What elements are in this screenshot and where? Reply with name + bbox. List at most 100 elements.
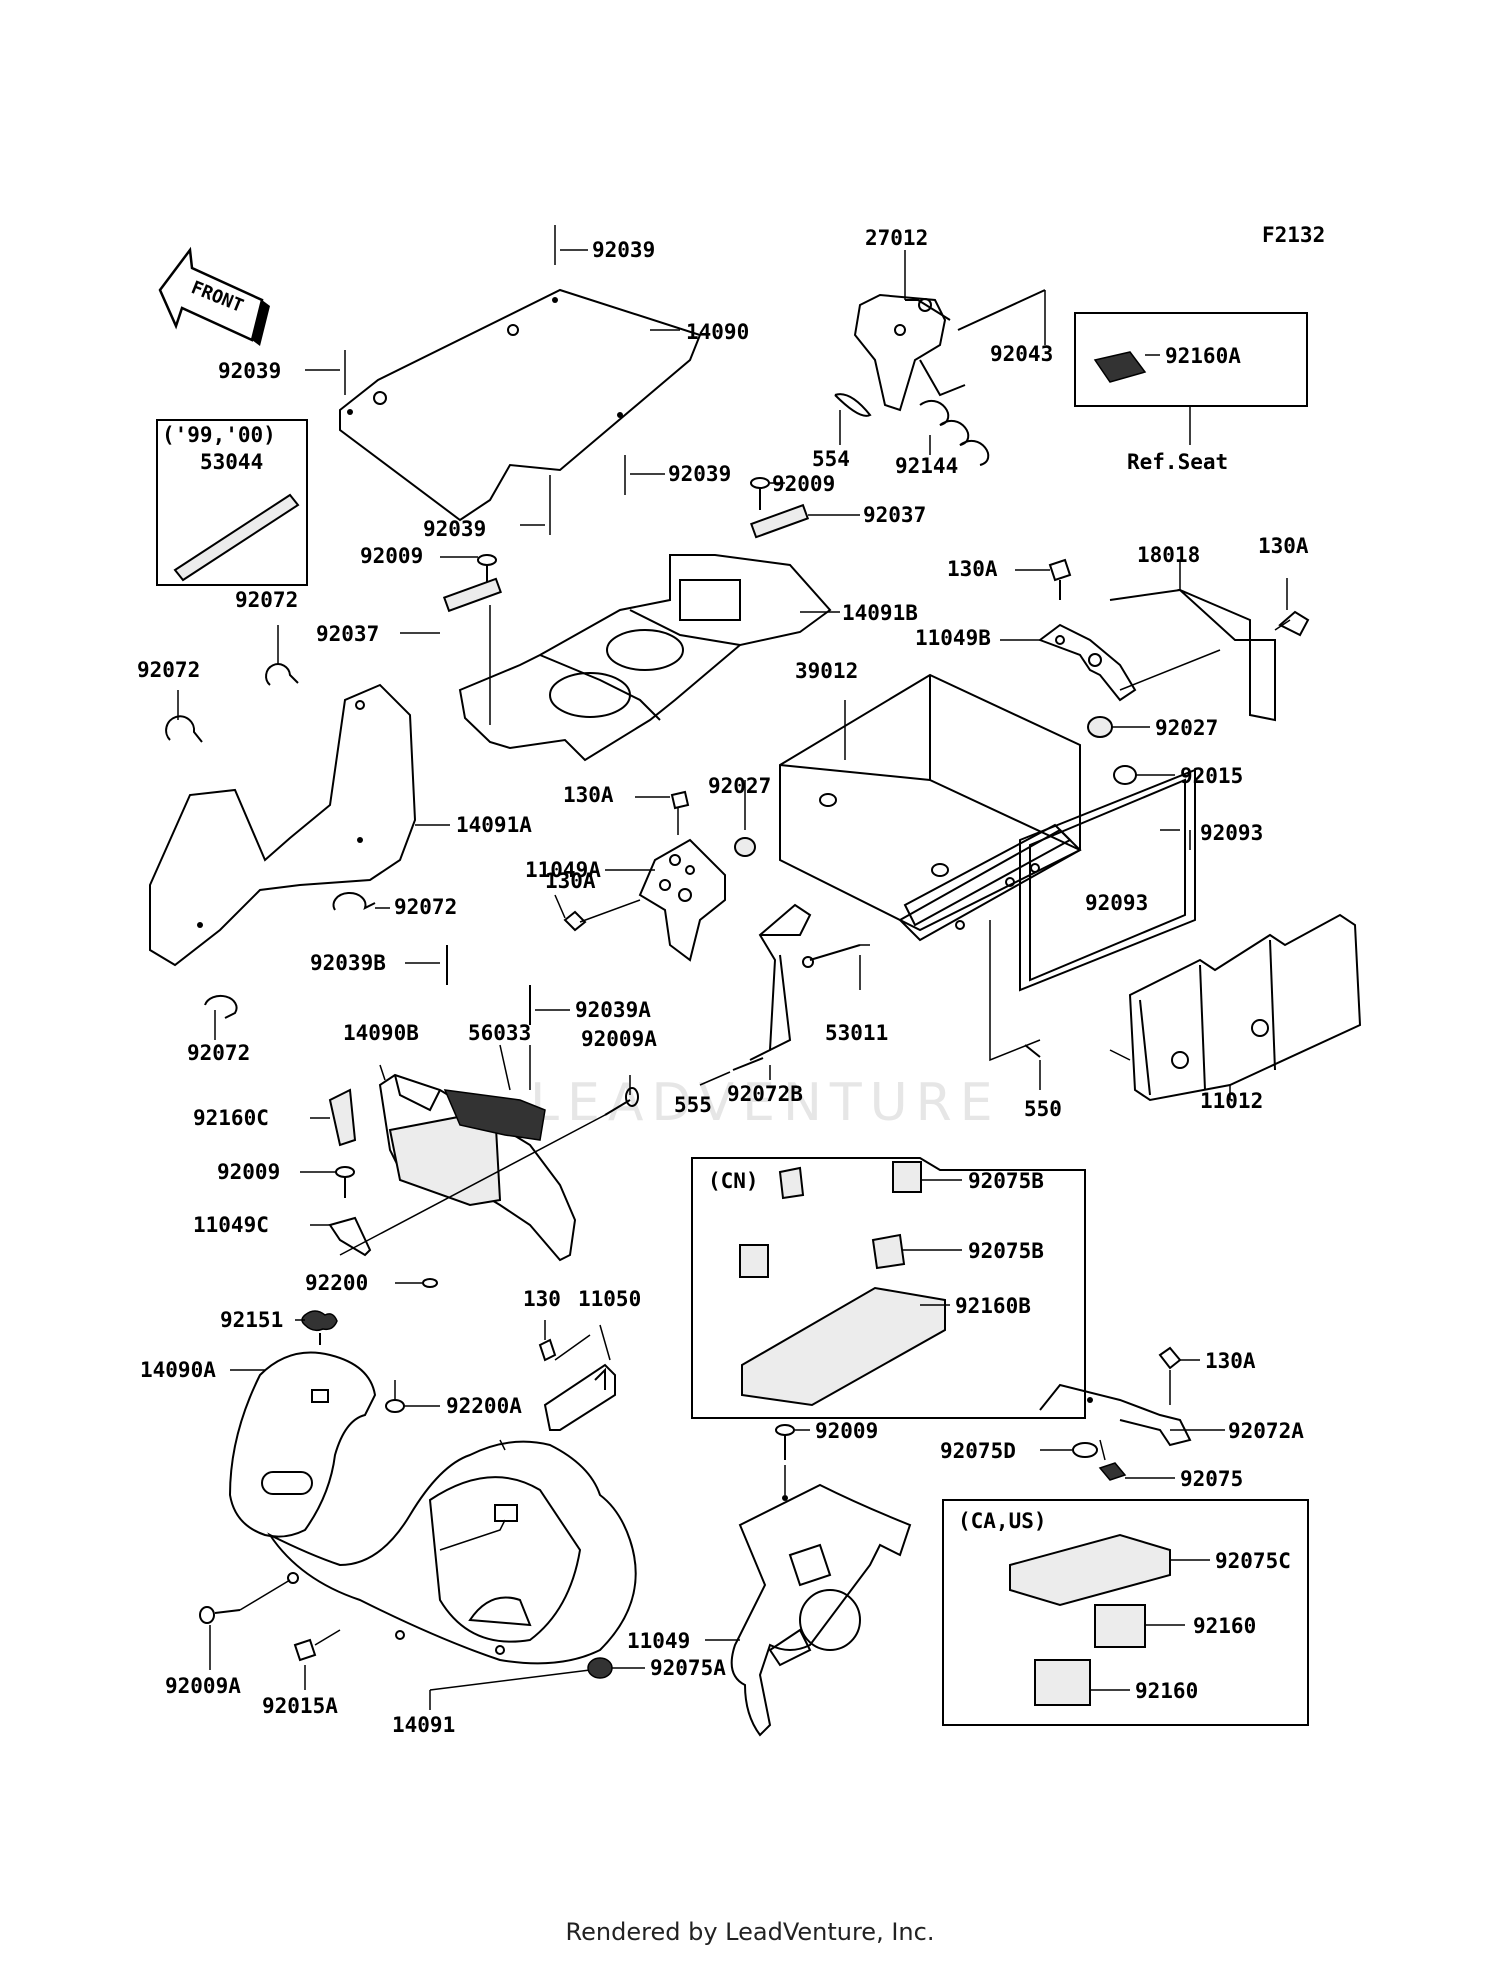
callout-92009A-bottom: 92009A <box>165 1674 241 1698</box>
callout-11049A: 11049A <box>525 858 601 882</box>
callout-92075C: 92075C <box>1215 1549 1291 1573</box>
callout-92009A-top: 92009A <box>581 1027 657 1051</box>
callout-11050: 11050 <box>578 1287 641 1311</box>
nut-92015A <box>293 1638 317 1662</box>
callout-92037-left: 92037 <box>316 622 379 646</box>
callout-92072-d: 92072 <box>187 1041 250 1065</box>
callout-27012: 27012 <box>865 226 928 250</box>
knob-92151 <box>301 1310 338 1345</box>
panel-14091 <box>267 1440 637 1665</box>
clamp-92072-b <box>165 715 203 743</box>
bolt-92009-top <box>750 477 770 510</box>
callout-92144: 92144 <box>895 454 958 478</box>
callout-11049: 11049 <box>627 1629 690 1653</box>
front-arrow-icon: FRONT <box>158 246 270 346</box>
footer-credit: Rendered by LeadVenture, Inc. <box>565 1918 935 1946</box>
callout-92009-mid: 92009 <box>360 544 423 568</box>
callout-11012: 11012 <box>1200 1089 1263 1113</box>
callout-555: 555 <box>674 1093 712 1117</box>
bolt-130A-1 <box>1015 558 1072 600</box>
years-box-53044 <box>156 419 308 586</box>
callout-92039-low: 92039 <box>423 517 486 541</box>
callout-18018: 18018 <box>1137 543 1200 567</box>
seat-latch-27012 <box>834 250 1046 466</box>
bolt-130A-4 <box>1158 1346 1182 1370</box>
seat-cover-14090 <box>339 288 702 522</box>
pin-555 <box>732 1057 764 1071</box>
cn-box-label: (CN) <box>708 1169 759 1193</box>
ca-us-box <box>942 1499 1309 1726</box>
callout-130A-5: 130A <box>1205 1349 1256 1373</box>
bracket-11049C <box>328 1216 372 1257</box>
bolt-92009A-top <box>604 1075 639 1116</box>
ref-seat-label: Ref.Seat <box>1127 450 1228 474</box>
callout-92015A: 92015A <box>262 1694 338 1718</box>
callout-14090: 14090 <box>686 320 749 344</box>
callout-550: 550 <box>1024 1097 1062 1121</box>
callout-92072B: 92072B <box>727 1082 803 1106</box>
callout-92009-low: 92009 <box>217 1160 280 1184</box>
callout-92093-a: 92093 <box>1200 821 1263 845</box>
callout-92160C: 92160C <box>193 1106 269 1130</box>
watermark-text: LEADVENTURE <box>530 1073 1001 1133</box>
callout-92027-right: 92027 <box>1155 716 1218 740</box>
ref-seat-box <box>1074 312 1308 445</box>
callout-92075D: 92075D <box>940 1439 1016 1463</box>
callout-130A-4: 130A <box>545 869 596 893</box>
callout-92039B: 92039B <box>310 951 386 975</box>
callout-130A-2: 130A <box>1258 534 1309 558</box>
callout-14091: 14091 <box>392 1713 455 1737</box>
callout-92009-top: 92009 <box>772 472 835 496</box>
callout-130A-1: 130A <box>947 557 998 581</box>
hold-down-92072B <box>749 903 812 1061</box>
callout-92160A: 92160A <box>1165 344 1241 368</box>
years-box-label: ('99,'00) <box>162 423 276 447</box>
callout-11049C: 11049C <box>193 1213 269 1237</box>
bracket-11049B <box>1000 623 1137 702</box>
callout-92027-left: 92027 <box>708 774 771 798</box>
bolt-130A-2 <box>563 910 587 932</box>
callout-92072A: 92072A <box>1228 1419 1304 1443</box>
bolt-92009A-bottom <box>199 1606 241 1624</box>
callout-14091A: 14091A <box>456 813 532 837</box>
callout-130: 130 <box>523 1287 561 1311</box>
callout-92200A: 92200A <box>446 1394 522 1418</box>
grommet-92027-right <box>1087 716 1113 738</box>
callout-92039-mid: 92039 <box>668 462 731 486</box>
battery-cover-11012 <box>1128 913 1362 1102</box>
bolt-130 <box>538 1338 557 1362</box>
label-92160C <box>328 1088 357 1147</box>
callout-92072-a: 92072 <box>235 588 298 612</box>
callout-92160-1: 92160 <box>1193 1614 1256 1638</box>
lid-14090B <box>378 1064 577 1262</box>
callout-56033: 56033 <box>468 1021 531 1045</box>
mat-14091B <box>458 554 832 762</box>
callout-92075B-2: 92075B <box>968 1239 1044 1263</box>
callout-92072-c: 92072 <box>394 895 457 919</box>
gasket-92093-inner <box>1029 778 1186 982</box>
callout-92075A: 92075A <box>650 1656 726 1680</box>
callout-92039-left: 92039 <box>218 359 281 383</box>
nut-92015 <box>1113 765 1137 785</box>
callout-92015: 92015 <box>1180 764 1243 788</box>
washer-92200A <box>385 1399 405 1413</box>
callout-92039A: 92039A <box>575 998 651 1022</box>
cn-box <box>691 1157 1086 1419</box>
grommet-92027-left <box>734 837 756 857</box>
callout-92009-bottom: 92009 <box>815 1419 878 1443</box>
cover-14090A <box>228 1351 377 1538</box>
callout-11049B: 11049B <box>915 626 991 650</box>
grommet-92075A <box>587 1657 613 1679</box>
side-panel-14091A <box>149 683 417 967</box>
ca-us-box-label: (CA,US) <box>958 1509 1047 1533</box>
clamp-92072-a <box>265 663 299 686</box>
callout-92093-b: 92093 <box>1085 891 1148 915</box>
callout-53011: 53011 <box>825 1021 888 1045</box>
callout-92151: 92151 <box>220 1308 283 1332</box>
callout-53044: 53044 <box>200 450 263 474</box>
callout-92039-top: 92039 <box>592 238 655 262</box>
callout-92043: 92043 <box>990 342 1053 366</box>
washer-92200 <box>422 1278 438 1288</box>
callout-554: 554 <box>812 447 850 471</box>
